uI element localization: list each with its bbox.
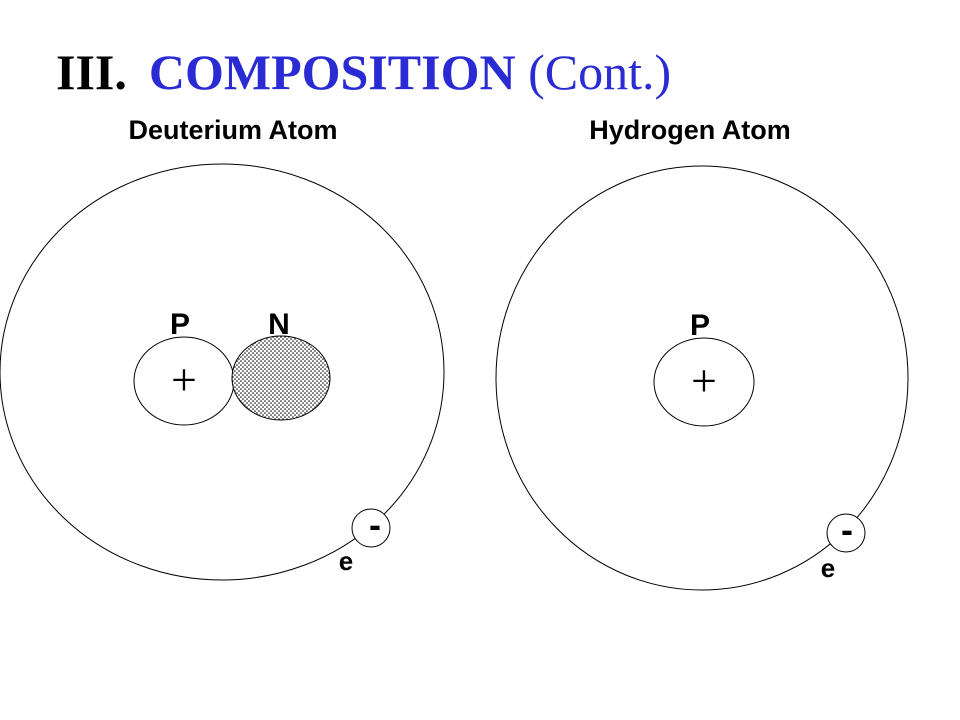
deuterium-proton-sign: +	[171, 354, 197, 405]
deuterium-proton-label: P	[170, 308, 190, 341]
deuterium-orbit	[0, 163, 445, 581]
hydrogen-electron-sign: -	[841, 509, 853, 550]
hydrogen-proton-sign: +	[691, 355, 717, 406]
hydrogen-orbit	[495, 165, 909, 591]
deuterium-neutron-label: N	[268, 308, 290, 341]
hydrogen-electron	[826, 513, 866, 553]
deuterium-electron	[351, 508, 391, 548]
title-numeral: III.	[56, 44, 127, 100]
hydrogen-proton	[653, 337, 755, 427]
hydrogen-proton-label: P	[690, 309, 710, 342]
deuterium-neutron	[231, 335, 331, 421]
page-title: III. COMPOSITION (Cont.)	[56, 40, 671, 110]
title-cont: (Cont.)	[528, 44, 672, 100]
deuterium-electron-sign: -	[369, 504, 381, 545]
hydrogen-electron-label: e	[821, 553, 835, 583]
deuterium-electron-label: e	[339, 546, 353, 576]
title-main: COMPOSITION	[148, 44, 516, 100]
deuterium-atom: Deuterium Atom P N + - e	[0, 115, 445, 581]
hydrogen-heading: Hydrogen Atom	[589, 115, 791, 145]
deuterium-heading: Deuterium Atom	[128, 115, 337, 145]
hydrogen-atom: Hydrogen Atom P + - e	[495, 115, 909, 591]
